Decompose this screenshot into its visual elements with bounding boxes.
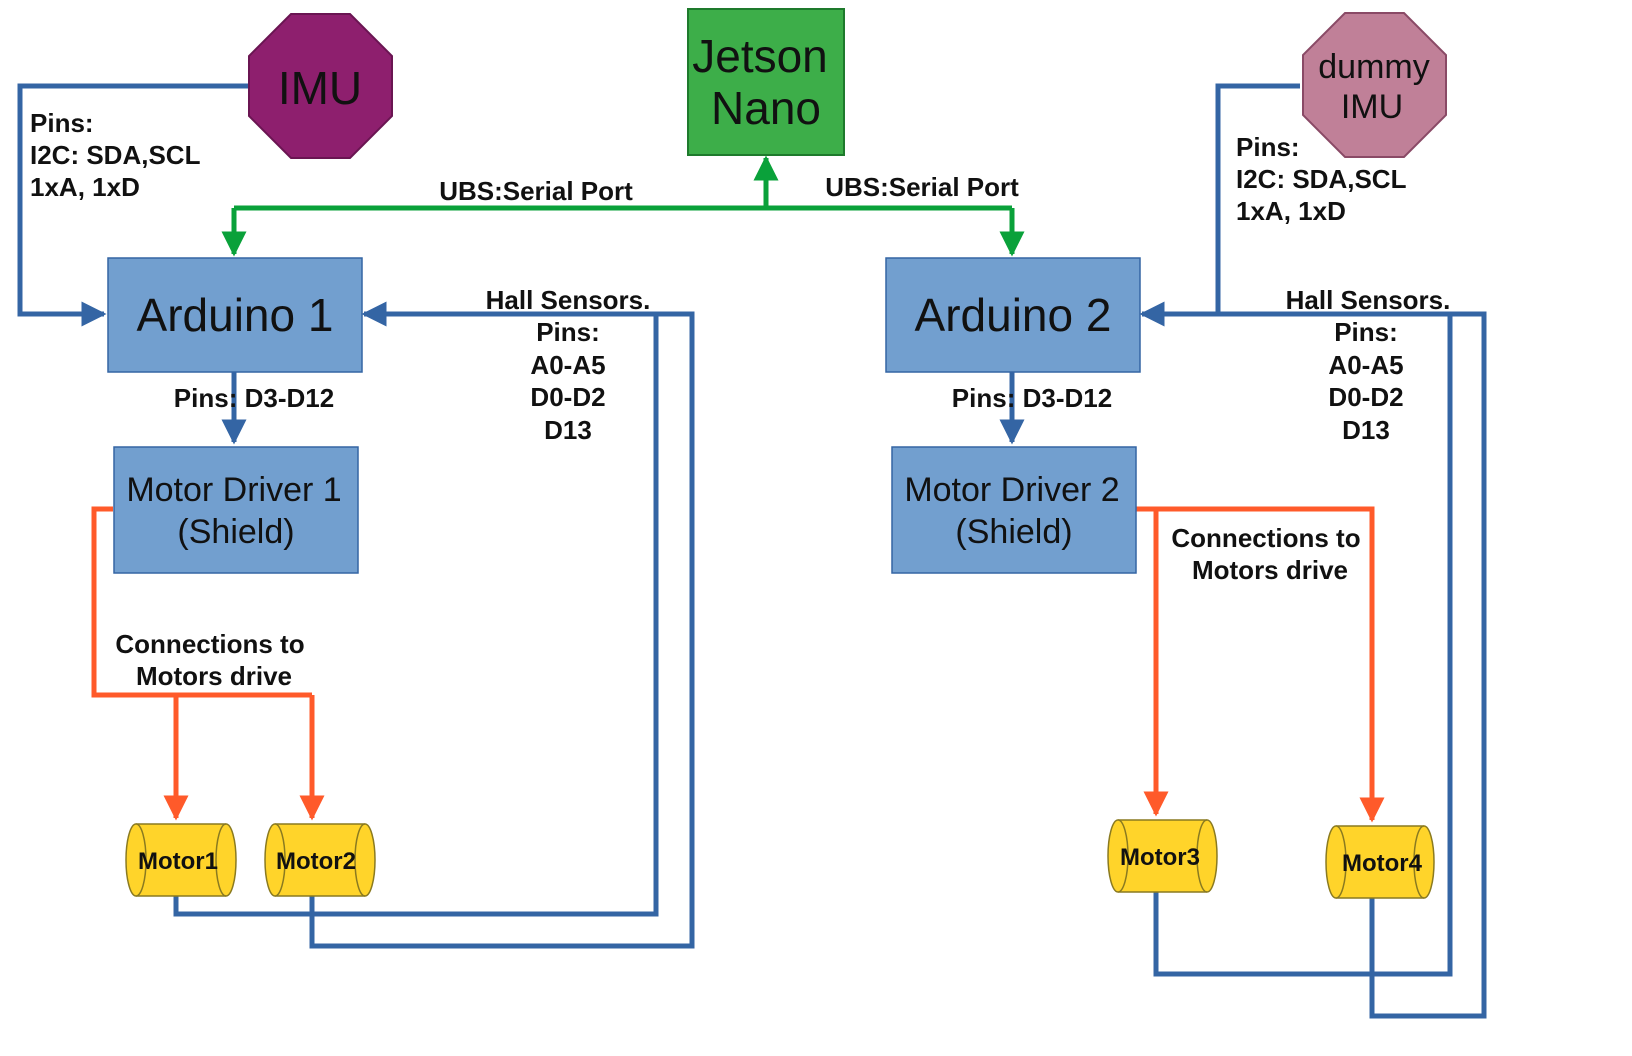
hall-sensors-note-right: Hall Sensors. Pins: A0-A5 D0-D2 D13 — [1286, 285, 1451, 445]
motor1-node: Motor1 — [125, 823, 237, 897]
motor3-left-end — [1107, 819, 1129, 893]
jetson-nano-box — [687, 8, 845, 156]
motor-driver2-box — [891, 446, 1137, 574]
arduino1-node: Arduino 1 — [107, 257, 363, 373]
motor4-left-end — [1325, 825, 1347, 899]
motor1-body — [136, 824, 226, 896]
hall-right-line3: A0-A5 — [1328, 350, 1403, 380]
serial-port-label-left: UBS:Serial Port — [439, 176, 633, 206]
arduino1-box — [107, 257, 363, 373]
dummy-imu-to-arduino2-connector — [1215, 83, 1300, 314]
arduino2-label: Arduino 2 — [915, 289, 1112, 341]
hall-right-line4: D0-D2 — [1328, 382, 1403, 412]
dummy-pins-line3: 1xA, 1xD — [1236, 196, 1346, 226]
motors-conn-left-line1: Connections to — [115, 629, 304, 659]
pins-d3-d12-label-right: Pins: D3-D12 — [952, 383, 1112, 413]
hall-right-line5: D13 — [1342, 415, 1390, 445]
motor4-node: Motor4 — [1325, 825, 1435, 899]
motor-driver1-node: Motor Driver 1 (Shield) — [113, 446, 359, 574]
motor2-node: Motor2 — [264, 823, 376, 897]
imu-label: IMU — [278, 62, 362, 114]
hall-left-line4: D0-D2 — [530, 382, 605, 412]
motor4-body — [1336, 826, 1424, 898]
jetson-label-line1: Jetson — [692, 30, 828, 82]
motor-driver2-label-line2: (Shield) — [955, 513, 1072, 551]
jetson-label-line2: Nano — [711, 82, 821, 134]
hall-right-line1: Hall Sensors. — [1286, 285, 1451, 315]
motors-conn-right-line2: Motors drive — [1192, 555, 1348, 585]
pins-d3-d12-label-left: Pins: D3-D12 — [174, 383, 334, 413]
hall-left-line2: Pins: — [536, 317, 600, 347]
motors-connection-note-right: Connections to Motors drive — [1171, 523, 1360, 585]
motors-connection-note-left: Connections to Motors drive — [115, 629, 304, 691]
arduino2-node: Arduino 2 — [885, 257, 1141, 373]
jetson-nano-node: Jetson Nano — [687, 8, 845, 156]
imu-node: IMU — [248, 13, 393, 159]
imu-pins-line3: 1xA, 1xD — [30, 172, 140, 202]
motor1-label: Motor1 — [138, 848, 218, 875]
hall-sensor-line-motor3 — [1139, 301, 1453, 977]
arduino2-box — [885, 257, 1141, 373]
imu-octagon-shape — [248, 13, 393, 159]
dummy-imu-node: dummy IMU — [1302, 12, 1447, 158]
motor1-right-end — [215, 823, 237, 897]
dummy-pins-line2: I2C: SDA,SCL — [1236, 164, 1407, 194]
imu-to-arduino1-connector — [17, 83, 248, 327]
hall-sensor-line-motor1 — [173, 301, 659, 917]
motors-conn-left-line2: Motors drive — [136, 661, 292, 691]
motor2-left-end — [264, 823, 286, 897]
dummy-imu-pins-note: Pins: I2C: SDA,SCL 1xA, 1xD — [1236, 132, 1407, 226]
imu-pins-note: Pins: I2C: SDA,SCL 1xA, 1xD — [30, 108, 201, 202]
motor2-right-end — [354, 823, 376, 897]
imu-pins-line2: I2C: SDA,SCL — [30, 140, 201, 170]
motor4-label: Motor4 — [1342, 850, 1423, 877]
motors-conn-right-line1: Connections to — [1171, 523, 1360, 553]
dummy-imu-label-line2: IMU — [1341, 88, 1403, 126]
imu-pins-line1: Pins: — [30, 108, 94, 138]
motor-driver2-node: Motor Driver 2 (Shield) — [891, 446, 1137, 574]
driver2-to-motors-connector — [1134, 506, 1385, 823]
arduino1-label: Arduino 1 — [137, 289, 334, 341]
motor2-label: Motor2 — [276, 848, 356, 875]
motor-driver2-label-line1: Motor Driver 2 — [904, 471, 1119, 509]
dummy-pins-line1: Pins: — [1236, 132, 1300, 162]
serial-port-label-right: UBS:Serial Port — [825, 172, 1019, 202]
motor-driver1-box — [113, 446, 359, 574]
motor-driver1-label-line2: (Shield) — [177, 513, 294, 551]
dummy-imu-octagon-shape — [1302, 12, 1447, 158]
hall-sensor-line-motor4 — [1369, 311, 1487, 1019]
hall-sensor-line-motor2 — [309, 311, 695, 949]
hall-sensors-note-left: Hall Sensors. Pins: A0-A5 D0-D2 D13 — [486, 285, 651, 445]
hall-right-line2: Pins: — [1334, 317, 1398, 347]
hall-left-line5: D13 — [544, 415, 592, 445]
motor3-right-end — [1196, 819, 1218, 893]
motor-driver1-label-line1: Motor Driver 1 — [126, 471, 341, 509]
hall-left-line1: Hall Sensors. — [486, 285, 651, 315]
motor3-node: Motor3 — [1107, 819, 1218, 893]
driver1-to-motors-connector — [91, 506, 312, 698]
motor2-body — [275, 824, 365, 896]
motor3-label: Motor3 — [1120, 844, 1200, 871]
motor1-left-end — [125, 823, 147, 897]
hall-left-line3: A0-A5 — [530, 350, 605, 380]
motor3-body — [1118, 820, 1207, 892]
dummy-imu-label-line1: dummy — [1318, 48, 1429, 86]
